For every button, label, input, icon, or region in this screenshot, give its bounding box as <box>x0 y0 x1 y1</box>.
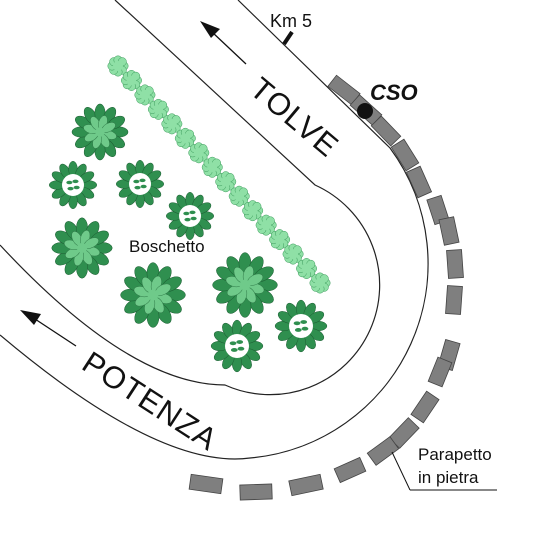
shrub-icon <box>255 214 277 236</box>
shrub-icon <box>121 70 142 91</box>
stone-block-icon <box>427 356 453 388</box>
parapet-label-line2: in pietra <box>418 468 479 487</box>
woods-label: Boschetto <box>129 237 205 256</box>
tree-canopy-icon <box>210 319 264 373</box>
shrub-icon <box>107 55 129 77</box>
station-label: CSO <box>370 80 418 105</box>
tree-canopy-icon <box>51 217 113 279</box>
shrub-icon <box>147 98 169 120</box>
km-marker-label: Km 5 <box>270 11 312 31</box>
road-inner-edge <box>0 0 381 396</box>
parapet-label-line1: Parapetto <box>418 445 492 464</box>
tree-canopy-icon <box>115 159 165 209</box>
shrub-icon <box>134 84 156 106</box>
parapet-leader-line <box>391 451 411 491</box>
shrub-icon <box>296 258 317 279</box>
stone-parapet <box>188 74 464 501</box>
stone-block-icon <box>438 216 460 246</box>
shrub-icon <box>161 113 183 135</box>
road-label-potenza: POTENZA <box>76 345 224 458</box>
stone-block-icon <box>370 115 402 147</box>
road-outer-edge <box>0 0 429 460</box>
stone-block-icon <box>366 436 400 466</box>
tree-canopy-icon <box>120 262 186 328</box>
shrub-icon <box>201 156 223 178</box>
shrub-icon <box>282 243 304 265</box>
left-arrow-icon <box>20 310 77 347</box>
stone-block-icon <box>188 473 224 495</box>
shrub-icon <box>242 200 264 222</box>
tree-canopy-icon <box>71 103 129 161</box>
stone-block-icon <box>446 249 464 279</box>
tree-canopy-icon <box>165 191 215 241</box>
tree-canopy-icon <box>274 299 328 353</box>
shrub-icon <box>269 229 291 251</box>
woods-trees <box>48 103 328 373</box>
shrub-icon <box>174 127 196 149</box>
shrub-icon <box>309 272 331 294</box>
stone-block-icon <box>333 456 367 484</box>
tree-canopy-icon <box>48 160 98 210</box>
shrub-icon <box>188 142 210 164</box>
stone-block-icon <box>390 138 420 172</box>
stone-block-icon <box>288 473 324 497</box>
shrub-icon <box>228 185 250 207</box>
stone-block-icon <box>239 483 273 501</box>
hedge-row <box>107 55 331 294</box>
stone-block-icon <box>445 285 463 315</box>
stone-block-icon <box>410 390 440 424</box>
km-tick <box>282 30 294 46</box>
shrub-icon <box>215 171 237 193</box>
stone-block-icon <box>405 165 433 199</box>
left-arrow-icon <box>200 21 247 65</box>
station-dot-icon <box>357 103 373 119</box>
tree-canopy-icon <box>212 252 278 318</box>
